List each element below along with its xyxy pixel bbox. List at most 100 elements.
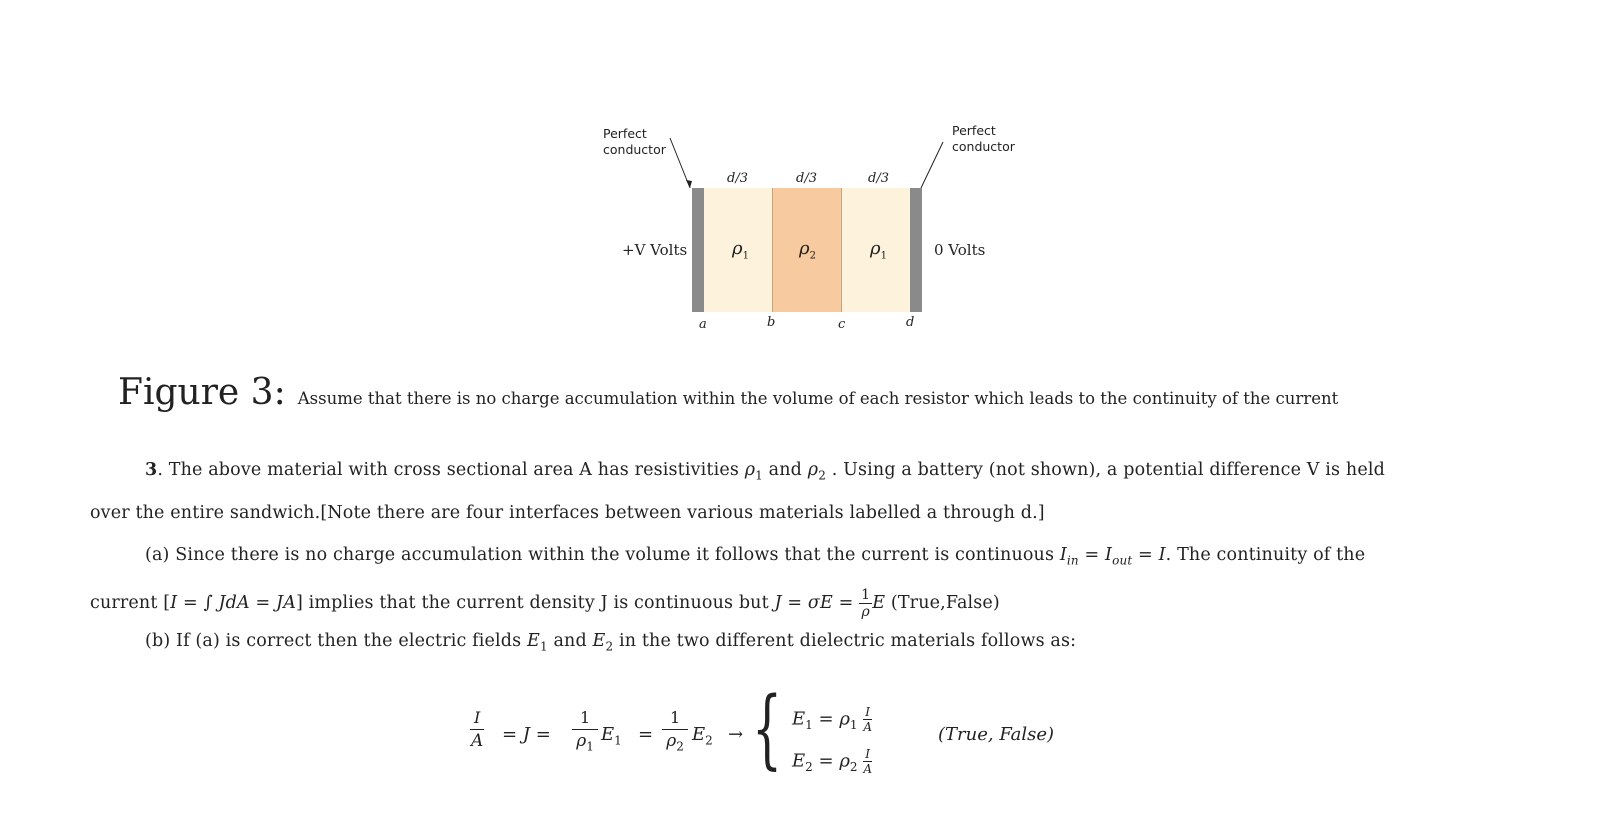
- eq-one-1: 1: [572, 710, 599, 730]
- interface-c-label: c: [838, 317, 846, 332]
- width-label-2: d/3: [796, 171, 817, 186]
- problem-line-1: 3. The above material with cross section…: [145, 460, 1385, 483]
- left-voltage-label: +V Volts: [622, 241, 688, 259]
- E-symbol: E: [872, 593, 886, 613]
- eq-row1-I: I: [863, 705, 873, 720]
- rho2-label: ρ2: [799, 238, 816, 262]
- eq-row2-rho: = ρ: [818, 750, 850, 772]
- eq-brace: {: [752, 679, 783, 779]
- one-over-rho1: 1 ρ1: [572, 710, 599, 754]
- figure-label: Figure 3:: [118, 372, 286, 413]
- problem-number: 3: [145, 460, 158, 480]
- part-a-line-1: (a) Since there is no charge accumulatio…: [145, 545, 1365, 568]
- eq-rho1: ρ1: [576, 730, 594, 754]
- eq-row1-A: A: [863, 720, 872, 734]
- eq-E2-term: E2: [692, 724, 713, 748]
- region-rho1-right: [842, 188, 910, 312]
- E2-sub: 2: [605, 639, 614, 654]
- eq-one-2: 1: [662, 710, 689, 730]
- eq-equals-mid: =: [638, 724, 654, 745]
- width-label-3: d/3: [868, 171, 889, 186]
- eq-rho1-symbol: ρ: [576, 731, 587, 751]
- rho1-left-label: ρ1: [732, 238, 749, 262]
- equals-2: =: [1132, 545, 1159, 565]
- eq-row2-I: I: [863, 747, 873, 762]
- problem-line-2: over the entire sandwich.[Note there are…: [90, 503, 1045, 523]
- part-b-text-b: in the two different dielectric material…: [613, 631, 1077, 651]
- frac-num: 1: [859, 587, 873, 604]
- eq-arrow: →: [728, 724, 744, 745]
- eq-E2-sub: 2: [705, 733, 713, 748]
- field-equation: I A = J = 1 ρ1 E1 = 1 ρ2 E2 → { E1 = ρ1 …: [470, 686, 1130, 792]
- interface-a-label: a: [699, 317, 707, 332]
- I-symbol: I: [1158, 545, 1166, 565]
- in-sub: in: [1066, 553, 1079, 568]
- part-b-text-a: (b) If (a) is correct then the electric …: [145, 631, 527, 651]
- part-a-text-1-end: . The continuity of the: [1165, 545, 1366, 565]
- eq-row1-E-sub: 1: [805, 718, 813, 733]
- eq-rho2: ρ2: [666, 730, 684, 754]
- eq-E1-symbol: E: [601, 724, 615, 745]
- region-rho1-left: [704, 188, 772, 312]
- E1-sub: 1: [539, 639, 548, 654]
- part-b-and: and: [547, 631, 593, 651]
- right-conductor-line1: Perfect: [952, 123, 996, 138]
- part-a-text-1: (a) Since there is no charge accumulatio…: [145, 545, 1060, 565]
- right-conductor-plate: [910, 188, 922, 312]
- figure-caption: Figure 3: Assume that there is no charge …: [118, 372, 1338, 413]
- frac-den: ρ: [861, 604, 870, 620]
- rho2-sub: 2: [818, 468, 826, 483]
- part-a-text-2b: ] implies that the current density J is …: [295, 593, 775, 613]
- right-conductor-label: Perfect conductor: [952, 123, 1015, 155]
- eq-rho2-symbol: ρ: [666, 731, 677, 751]
- rho1-symbol: ρ: [744, 460, 756, 480]
- E2-symbol: E: [592, 631, 606, 651]
- current-integral: I = ∫ JdA = JA: [170, 593, 296, 613]
- eq-row1-rho-sub: 1: [849, 718, 858, 733]
- out-sub: out: [1112, 553, 1133, 568]
- eq-row2-E: E: [792, 750, 806, 772]
- caption-text: Assume that there is no charge accumulat…: [297, 389, 1339, 408]
- eq-true-false: (True, False): [938, 724, 1054, 745]
- eq-row1-rho: = ρ: [818, 708, 850, 730]
- one-over-rho2: 1 ρ2: [662, 710, 689, 754]
- j-sigma-e: J = σE =: [774, 593, 860, 613]
- left-conductor-label: Perfect conductor: [603, 126, 666, 158]
- eq-E1-sub: 1: [614, 733, 622, 748]
- eq-I: I: [470, 710, 485, 730]
- part-a-line-2: current [I = ∫ JdA = JA] implies that th…: [90, 588, 1000, 619]
- eq-row2-rho-sub: 2: [849, 760, 858, 775]
- I-in-symbol: I: [1059, 545, 1067, 565]
- equals-1: =: [1078, 545, 1106, 565]
- rho1-sub: 1: [755, 468, 763, 483]
- right-leader-line: [920, 141, 944, 189]
- interface-d-label: d: [906, 315, 915, 330]
- rho2-symbol: ρ: [807, 460, 819, 480]
- sandwich-figure: Perfect conductor Perfect conductor d/3 …: [600, 120, 1040, 350]
- part-a-text-2a: current [: [90, 593, 171, 613]
- true-false-a: (True,False): [885, 593, 1000, 613]
- left-conductor-line2: conductor: [603, 142, 666, 157]
- interface-b-label: b: [767, 315, 776, 330]
- I-out-symbol: I: [1105, 545, 1113, 565]
- left-leader-arrowhead: [686, 180, 692, 188]
- right-conductor-line2: conductor: [952, 139, 1015, 154]
- eq-equals-J: = J =: [502, 724, 551, 745]
- eq-A: A: [471, 731, 484, 751]
- problem-text-1b: . Using a battery (not shown), a potenti…: [825, 460, 1385, 480]
- E1-symbol: E: [527, 631, 540, 651]
- rho1-right-label: ρ1: [870, 238, 887, 262]
- eq-row2-A: A: [863, 762, 872, 776]
- eq-rho1-sub: 1: [586, 739, 594, 754]
- eq-row1-E: E: [792, 708, 806, 730]
- eq-E1-term: E1: [601, 724, 622, 748]
- eq-row2-E-sub: 2: [805, 760, 813, 775]
- left-conductor-plate: [692, 188, 704, 312]
- eq-rho2-sub: 2: [676, 739, 684, 754]
- problem-text-1a: . The above material with cross sectiona…: [157, 460, 745, 480]
- left-leader-line: [669, 137, 691, 189]
- right-voltage-label: 0 Volts: [934, 241, 986, 259]
